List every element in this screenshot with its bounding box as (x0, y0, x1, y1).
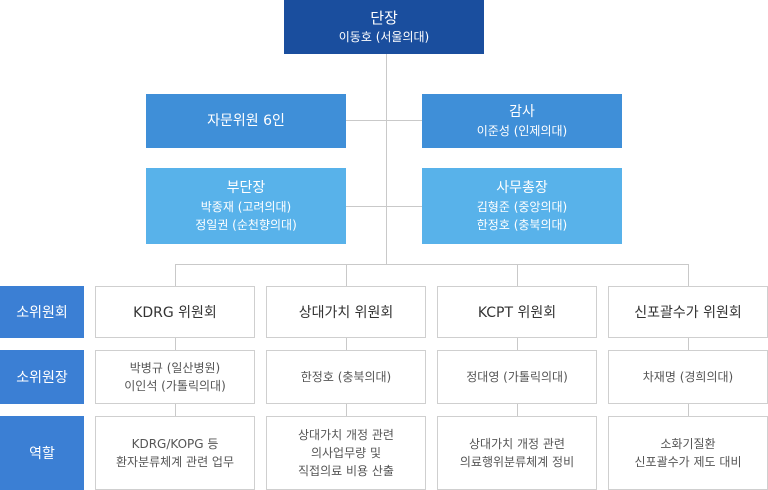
auditor-title: 감사 (509, 104, 535, 120)
row-label-role: 역할 (0, 416, 84, 490)
chair-name: 박병규 (일산병원) (129, 361, 221, 375)
subcommittee-chair-box: 박병규 (일산병원) 이인석 (가톨릭의대) (95, 350, 255, 404)
vice-director-name: 박종재 (고려의대) (200, 200, 292, 214)
chair-name: 정대영 (가톨릭의대) (466, 370, 568, 384)
subcommittee-name-box: KDRG 위원회 (95, 286, 255, 338)
vice-connector (346, 206, 422, 207)
trunk-line (386, 54, 387, 264)
role-line: 신포괄수가 제도 대비 (634, 455, 742, 469)
subcommittee-name-box: 상대가치 위원회 (266, 286, 426, 338)
subcommittee-name-box: KCPT 위원회 (437, 286, 597, 338)
row-label-chair: 소위원장 (0, 350, 84, 404)
subcommittee-role-box: 상대가치 개정 관련 의사업무량 및 직접의료 비용 산출 (266, 416, 426, 490)
subcommittee-chair-box: 한정호 (충북의대) (266, 350, 426, 404)
branch-drop-3 (517, 264, 518, 286)
subcommittee-role-box: KDRG/KOPG 등 환자분류체계 관련 업무 (95, 416, 255, 490)
vice-director-name: 정일권 (순천향의대) (195, 218, 297, 232)
subcommittee-chair-box: 정대영 (가톨릭의대) (437, 350, 597, 404)
role-line: KDRG/KOPG 등 (131, 437, 219, 451)
advisors-title: 자문위원 6인 (207, 113, 285, 129)
row-label-subcommittee: 소위원회 (0, 286, 84, 338)
director-name: 이동호 (서울의대) (338, 30, 430, 44)
chair-name: 한정호 (충북의대) (300, 370, 392, 384)
role-line: 상대가치 개정 관련 (469, 437, 565, 451)
subcommittee-chair-box: 차재명 (경희의대) (608, 350, 768, 404)
director-box: 단장 이동호 (서울의대) (284, 0, 484, 54)
secretary-general-name: 김형준 (중앙의대) (476, 200, 568, 214)
chair-name: 이인석 (가톨릭의대) (124, 379, 226, 393)
chair-name: 차재명 (경희의대) (642, 370, 734, 384)
role-line: 직접의료 비용 산출 (298, 464, 394, 478)
auditor-name: 이준성 (인제의대) (476, 124, 568, 138)
vice-director-title: 부단장 (226, 180, 266, 196)
director-title: 단장 (370, 9, 398, 27)
role-line: 상대가치 개정 관련 (298, 428, 394, 442)
advisor-connector (346, 120, 422, 121)
branch-drop-4 (688, 264, 689, 286)
subcommittee-role-box: 상대가치 개정 관련 의료행위분류체계 정비 (437, 416, 597, 490)
advisors-box: 자문위원 6인 (146, 94, 346, 148)
role-line: 환자분류체계 관련 업무 (115, 455, 235, 469)
role-line: 소화기질환 (660, 437, 716, 451)
secretary-general-name: 한정호 (충북의대) (476, 218, 568, 232)
branch-drop-2 (346, 264, 347, 286)
branch-drop-1 (175, 264, 176, 286)
subcommittee-name-box: 신포괄수가 위원회 (608, 286, 768, 338)
branch-line (175, 264, 688, 265)
subcommittee-role-box: 소화기질환 신포괄수가 제도 대비 (608, 416, 768, 490)
auditor-box: 감사 이준성 (인제의대) (422, 94, 622, 148)
vice-director-box: 부단장 박종재 (고려의대) 정일권 (순천향의대) (146, 168, 346, 244)
role-line: 의료행위분류체계 정비 (459, 455, 575, 469)
secretary-general-title: 사무총장 (496, 180, 548, 196)
secretary-general-box: 사무총장 김형준 (중앙의대) 한정호 (충북의대) (422, 168, 622, 244)
role-line: 의사업무량 및 (310, 446, 382, 460)
